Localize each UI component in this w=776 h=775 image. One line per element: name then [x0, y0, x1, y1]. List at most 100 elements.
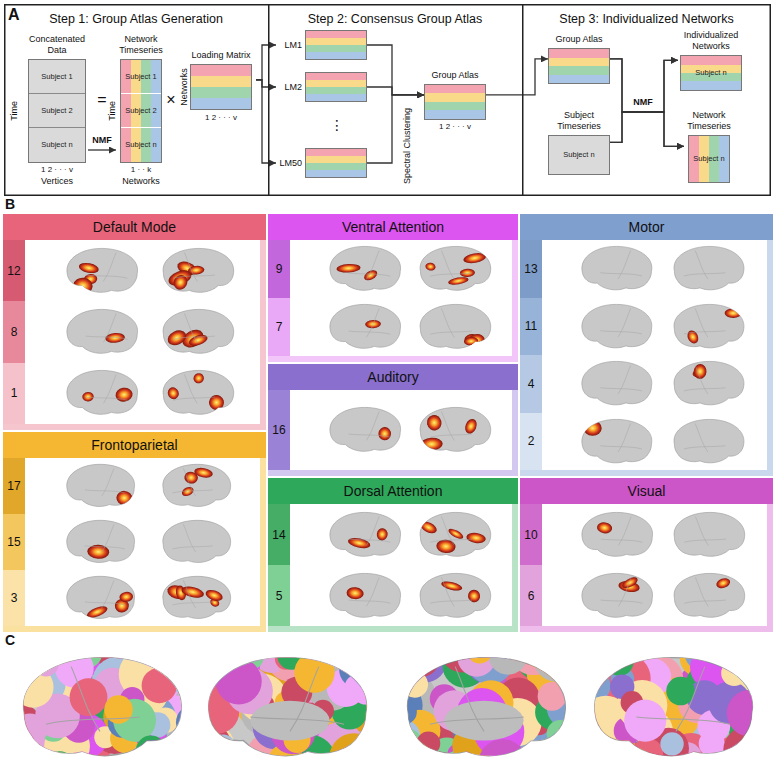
- activation-blob: [685, 328, 700, 345]
- activation-blob: [725, 308, 742, 318]
- sulcus-line: [684, 600, 726, 603]
- sulcus-line: [695, 308, 708, 337]
- activation-blob: [377, 427, 391, 441]
- matrix-heading: Group Atlas: [424, 70, 486, 81]
- figure-label: 1 · · k: [131, 166, 151, 175]
- text-anchor: Networks: [122, 177, 160, 187]
- parcel-patch: [142, 668, 177, 703]
- brain-overlay: [685, 308, 741, 345]
- sulcus-line: [442, 516, 455, 545]
- matrix: Subject n: [680, 55, 742, 91]
- brain-cortex: [674, 361, 744, 404]
- brain-cortex: [420, 246, 491, 290]
- parcel-patch: [375, 646, 413, 684]
- parcel-patch: [294, 652, 334, 692]
- brain-surface: [668, 417, 748, 467]
- activation-blob: [463, 251, 487, 264]
- parcel-patch: [574, 634, 607, 667]
- sulcus-line: [430, 600, 472, 603]
- parcel-patch: [632, 738, 663, 769]
- network-box: Frontoparietal17153: [3, 432, 266, 632]
- figure-label: C: [5, 633, 15, 648]
- brain-cortex: [582, 512, 653, 556]
- connector: [610, 112, 684, 146]
- parcel-patch: [533, 636, 568, 671]
- network-number: 10: [524, 529, 537, 541]
- sulcus-line: [684, 330, 726, 333]
- parcel-patch: [401, 671, 428, 698]
- figure-label: 1 2 · · · v: [439, 123, 471, 132]
- parcel-patch: [187, 644, 223, 680]
- parcel-patch: [558, 650, 581, 673]
- subject-row: Subject n: [681, 56, 741, 90]
- matrix: [305, 30, 367, 60]
- parcel-patch: [0, 741, 29, 775]
- connector: [610, 59, 684, 146]
- sulcus-line: [250, 717, 344, 724]
- matrix-block: Concatenated DataSubject 1Subject 2Subje…: [26, 34, 88, 163]
- parcel-patch: [382, 722, 413, 753]
- sulcus-line: [455, 667, 484, 732]
- network-tab: 5: [268, 565, 290, 626]
- brain-cortex: [329, 573, 400, 617]
- text-anchor: NMF: [91, 136, 113, 146]
- brain-surface: [326, 571, 407, 621]
- network-number: 9: [276, 263, 283, 275]
- parcel-patch: [354, 656, 378, 680]
- brain-cortex: [420, 407, 491, 451]
- sulcus-line: [172, 546, 212, 549]
- parcel-patch: [0, 698, 25, 726]
- matrix-block: Loading Matrix: [186, 50, 256, 110]
- figure-label: ×: [166, 91, 175, 109]
- parcel-patch: [715, 632, 752, 669]
- sulcus-line: [184, 252, 197, 281]
- activation-blob: [466, 531, 487, 544]
- matrix-label: LM1: [276, 40, 302, 51]
- matrix-block: LM50: [276, 148, 367, 178]
- matrix-label: LM2: [276, 82, 302, 93]
- brain-cortex: [582, 419, 652, 462]
- brain-overlay: [425, 251, 487, 286]
- brain-panel: [542, 240, 767, 470]
- activation-blob: [78, 261, 100, 274]
- activation-blob: [421, 437, 444, 451]
- parcel-patch: [104, 695, 132, 723]
- brain-surface: [578, 302, 658, 352]
- brain-overlay: [559, 627, 776, 775]
- activation-blob: [187, 333, 208, 348]
- brain-cortex: [420, 573, 491, 617]
- brain-surface: [414, 244, 495, 294]
- sulcus-line: [348, 331, 390, 334]
- parcel-patch: [210, 734, 236, 760]
- parcel-patch: [14, 638, 37, 661]
- figure-label: Networks: [180, 68, 190, 106]
- brain-panel: [290, 504, 512, 626]
- brain-overlay: [715, 576, 731, 589]
- network-title: Ventral Attention: [268, 214, 518, 240]
- parcel-patch: [0, 666, 28, 700]
- parcel-patch: [339, 651, 376, 688]
- panel-frame: AStep 1: Group Atlas GenerationConcatena…: [4, 4, 771, 196]
- parcel-patch: [585, 627, 634, 676]
- sulcus-line: [172, 490, 212, 493]
- matrix: [305, 148, 367, 178]
- network-number: 12: [7, 265, 20, 277]
- network-title: Frontoparietal: [3, 432, 266, 458]
- network-number: 15: [7, 536, 20, 548]
- parcel-patch: [743, 642, 776, 687]
- sulcus-line: [618, 577, 631, 606]
- matrix-heading: Network Timeseries: [684, 110, 734, 132]
- matrix: [305, 72, 367, 102]
- sulcus-line: [618, 516, 631, 545]
- matrix-label: LM50: [276, 158, 302, 169]
- sulcus-line: [85, 336, 127, 339]
- activation-blob: [447, 526, 465, 540]
- activation-blob: [187, 265, 204, 275]
- activation-blob: [715, 576, 731, 589]
- activation-blob: [362, 268, 378, 282]
- figure-label: Spectral Clustering: [403, 108, 413, 184]
- text-anchor: =: [97, 91, 106, 109]
- sulcus-line: [101, 524, 113, 552]
- sulcus-line: [442, 411, 455, 440]
